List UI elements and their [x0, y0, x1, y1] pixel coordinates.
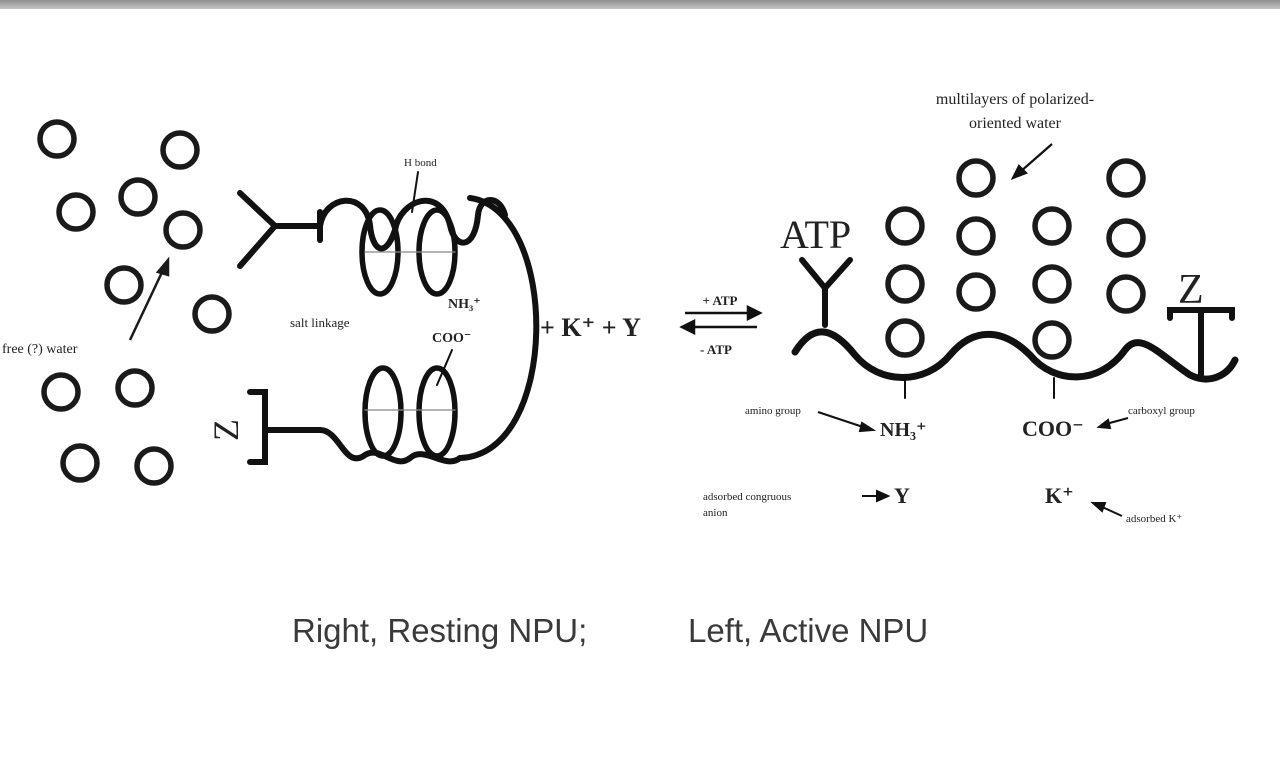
- plus-k-y-label: + K⁺ + Y: [540, 313, 641, 342]
- equilibrium-arrows: [679, 304, 763, 336]
- adsorbed-anion-arrow: [862, 489, 891, 503]
- water-molecule: [104, 265, 144, 305]
- free-water-label: free (?) water: [2, 342, 78, 357]
- z-right-label: Z: [1178, 267, 1204, 313]
- nh3-right-label: NH₃⁺: [880, 419, 927, 441]
- water-molecule: [956, 272, 996, 312]
- extended-backbone: [791, 328, 1239, 383]
- window-top-border: [0, 0, 1280, 9]
- caption-right-resting: Right, Resting NPU;: [292, 612, 588, 649]
- water-molecule: [192, 294, 232, 334]
- water-molecule: [885, 264, 925, 304]
- figure-caption: Right, Resting NPU; Left, Active NPU: [0, 612, 1280, 660]
- water-molecule: [1106, 158, 1146, 198]
- water-molecule: [885, 206, 925, 246]
- water-molecule: [1106, 218, 1146, 258]
- z-left-label: Z: [206, 419, 246, 441]
- atp-site-fork: [237, 190, 280, 269]
- active-protein: [791, 257, 1239, 399]
- plus-atp-label: + ATP: [703, 293, 738, 308]
- water-molecule: [885, 318, 925, 358]
- adsorbed-anion-label-line2: anion: [703, 507, 728, 519]
- adsorbed-anion-label-line1: adsorbed congruous: [703, 491, 791, 503]
- water-molecule: [56, 192, 96, 232]
- water-molecule: [1032, 264, 1072, 304]
- h-bond-label: H bond: [404, 157, 437, 169]
- upper-helix: [317, 197, 508, 252]
- water-molecule: [115, 368, 155, 408]
- resting-protein: [237, 171, 540, 465]
- multilayers-label-line1: multilayers of polarized-: [936, 91, 1094, 108]
- water-molecule: [118, 177, 158, 217]
- water-molecule: [160, 130, 200, 170]
- adsorbed-k-arrow: [1090, 502, 1123, 517]
- y-right-label: Y: [894, 483, 910, 508]
- water-molecule: [41, 372, 81, 412]
- water-molecule: [1032, 320, 1072, 360]
- z-site-bracket: [247, 389, 268, 465]
- npu-diagram: free (?) water: [2, 91, 1239, 525]
- carboxyl-group-label: carboxyl group: [1128, 405, 1195, 417]
- nh3-label: NH₃⁺: [448, 297, 481, 312]
- amino-group-label: amino group: [745, 405, 801, 417]
- minus-atp-label: - ATP: [700, 342, 732, 357]
- carboxyl-group-arrow: [1096, 417, 1129, 430]
- adsorbed-k-label: adsorbed K⁺: [1126, 513, 1182, 525]
- salt-linkage-label: salt linkage: [290, 315, 350, 330]
- coo-label: COO⁻: [432, 331, 471, 346]
- amino-group-arrow: [817, 411, 877, 433]
- free-water-molecules: [37, 119, 232, 486]
- lower-helix-loop: [416, 365, 458, 459]
- atp-label: ATP: [780, 212, 851, 257]
- helix-turn: [457, 195, 540, 461]
- water-molecule: [956, 216, 996, 256]
- water-molecule: [163, 210, 203, 250]
- water-molecule: [60, 443, 100, 483]
- figure-stage: free (?) water: [0, 0, 1280, 660]
- lower-helix-loop: [362, 365, 404, 459]
- water-molecule: [1106, 274, 1146, 314]
- water-molecule: [134, 446, 174, 486]
- coo-right-label: COO⁻: [1022, 416, 1084, 441]
- water-molecule: [37, 119, 77, 159]
- free-water-arrow: [128, 256, 170, 341]
- multilayers-arrow: [1010, 143, 1053, 181]
- polarized-water-layers: [885, 158, 1146, 360]
- water-molecule: [956, 158, 996, 198]
- k-right-label: K⁺: [1045, 483, 1074, 508]
- multilayers-label-line2: oriented water: [969, 115, 1062, 132]
- caption-left-active: Left, Active NPU: [688, 612, 929, 649]
- water-molecule: [1032, 206, 1072, 246]
